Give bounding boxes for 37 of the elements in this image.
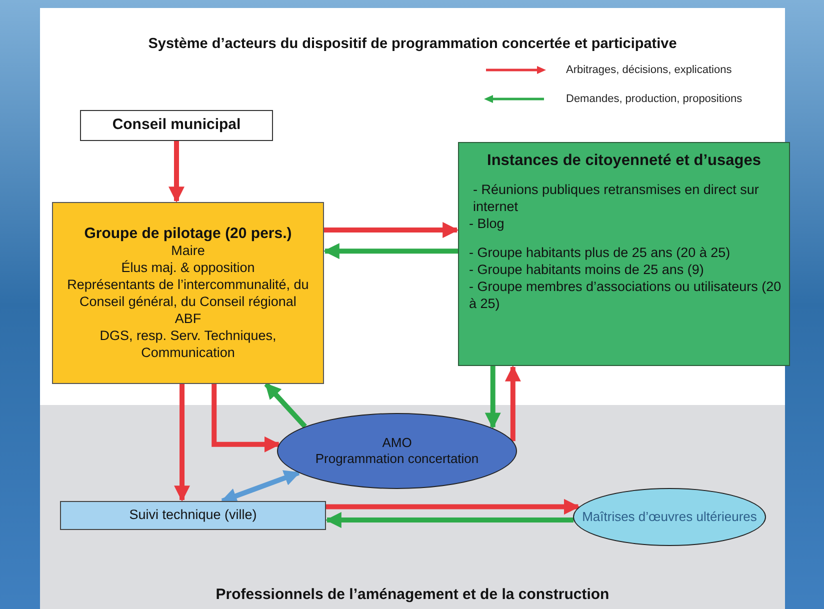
box-text: Suivi technique (ville) xyxy=(129,507,257,524)
legend-text: Arbitrages, décisions, explications xyxy=(566,64,732,76)
box-text: - Groupe membres d’associations ou utilisateurs (20 à 25) xyxy=(468,278,782,312)
box-text: Maire xyxy=(171,243,205,260)
arrow xyxy=(324,222,459,238)
process-box xyxy=(60,501,326,530)
arrow xyxy=(323,243,458,260)
box-text: Maîtrises d’œuvres ultérieures xyxy=(582,508,757,526)
box-text: - Réunions publiques retransmises en direct sur internet xyxy=(472,182,760,216)
process-box xyxy=(52,202,324,384)
process-box xyxy=(80,110,273,141)
box-text: Élus maj. & opposition xyxy=(121,260,255,278)
arrow xyxy=(504,365,521,442)
box-text: Représentants de l’intercommunalité, du Conseil général, du Conseil régional xyxy=(66,277,310,311)
zone-band xyxy=(40,405,785,609)
arrow xyxy=(326,498,580,515)
process-box xyxy=(458,142,790,366)
box-heading: Instances de citoyenneté et d’usages xyxy=(487,151,761,170)
box-text: AMO xyxy=(382,434,412,451)
box-text: - Groupe habitants plus de 25 ans (20 à 25) xyxy=(468,245,732,262)
diagram-title: Système d’acteurs du dispositif de programmation concertée et participative xyxy=(147,36,678,52)
box-text: Programmation concertation xyxy=(315,451,479,468)
arrow xyxy=(212,384,280,452)
legend-text: Demandes, production, propositions xyxy=(566,93,742,105)
zone-heading: Professionnels de l’aménagement et de la construction xyxy=(214,586,610,603)
box-text: - Groupe habitants moins de 25 ans (9) xyxy=(468,262,705,279)
arrow xyxy=(325,512,574,528)
box-heading: Groupe de pilotage (20 pers.) xyxy=(84,224,292,244)
arrow xyxy=(220,470,300,504)
box-text: DGS, resp. Serv. Techniques, Communication xyxy=(98,328,278,362)
box-text: - Blog xyxy=(468,216,506,233)
box-text: Conseil municipal xyxy=(112,116,241,135)
box-text: ABF xyxy=(174,310,202,328)
arrow xyxy=(484,366,501,429)
arrow xyxy=(168,141,184,203)
arrow xyxy=(174,384,190,502)
arrow xyxy=(264,382,307,428)
